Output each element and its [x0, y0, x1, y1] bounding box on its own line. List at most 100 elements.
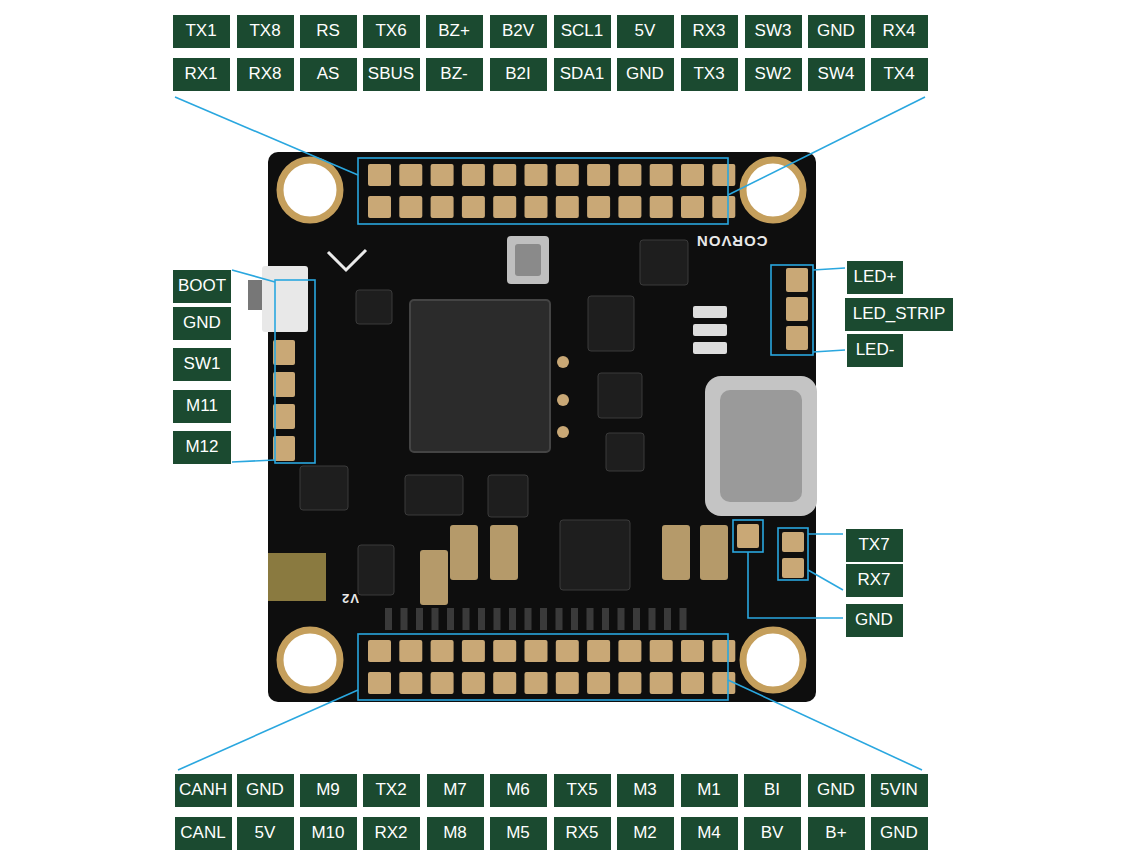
usb-c-port — [705, 376, 817, 516]
solder-pad — [556, 672, 579, 694]
pin-label: RX2 — [363, 817, 420, 850]
solder-pad — [650, 640, 673, 662]
leader-line — [178, 690, 358, 770]
solder-pad — [618, 164, 641, 186]
solder-pad — [431, 196, 454, 218]
pin-name: TX7 — [858, 535, 889, 555]
logo-mark — [328, 250, 366, 270]
solder-pad — [712, 164, 735, 186]
solder-pad — [786, 326, 808, 350]
solder-pad — [681, 196, 704, 218]
test-pad — [557, 426, 569, 438]
pin-label: GND — [846, 604, 903, 637]
ic-chip — [560, 520, 630, 590]
capacitor — [662, 525, 690, 580]
pin-label: TX8 — [237, 15, 294, 48]
ic-chip — [358, 545, 394, 595]
solder-pad — [782, 532, 804, 552]
pin-name: M4 — [697, 823, 721, 843]
pin-label: 5V — [617, 15, 674, 48]
solder-pad — [712, 196, 735, 218]
pin-name: M1 — [697, 780, 721, 800]
solder-pad — [786, 268, 808, 292]
pin-name: M3 — [633, 780, 657, 800]
solder-pad — [525, 164, 548, 186]
pin-label: SBUS — [363, 58, 420, 91]
pin-name: M5 — [506, 823, 530, 843]
pin-label: RX5 — [554, 817, 611, 850]
ic-chip — [598, 373, 642, 418]
pin-label: BV — [744, 817, 801, 850]
mounting-hole — [743, 630, 803, 690]
pin-label: GND — [173, 307, 231, 340]
solder-pad — [273, 372, 295, 397]
smd-component — [556, 608, 563, 630]
solder-pad — [493, 672, 516, 694]
solder-pad — [462, 640, 485, 662]
solder-pad — [681, 640, 704, 662]
pin-label: M5 — [490, 817, 547, 850]
ic-chip — [488, 475, 528, 517]
smd-component — [463, 608, 470, 630]
capacitor — [268, 553, 326, 601]
capacitor — [450, 525, 478, 580]
pin-label: B2V — [490, 15, 547, 48]
solder-pad — [618, 640, 641, 662]
pin-name: AS — [317, 64, 340, 84]
pin-name: SCL1 — [561, 21, 604, 41]
solder-pad — [782, 558, 804, 578]
smd-component — [432, 608, 439, 630]
solder-pad — [273, 404, 295, 429]
ic-chip — [588, 296, 634, 351]
status-led — [693, 306, 727, 318]
pin-label: SDA1 — [554, 58, 611, 91]
pin-label: TX1 — [173, 15, 230, 48]
pin-label: SW3 — [745, 15, 802, 48]
pin-label: LED_STRIP — [845, 298, 953, 331]
pin-name: RX1 — [184, 64, 217, 84]
pin-label: SCL1 — [554, 15, 611, 48]
pin-label: M7 — [427, 774, 484, 807]
pad-group-frame — [358, 158, 728, 224]
solder-pad — [556, 164, 579, 186]
pin-label: SW1 — [173, 348, 231, 381]
pin-name: GND — [183, 313, 221, 333]
pin-label: M2 — [617, 817, 674, 850]
leader-line — [808, 533, 843, 535]
leader-line — [728, 680, 922, 770]
pin-name: TX6 — [375, 21, 406, 41]
solder-pad — [587, 196, 610, 218]
pin-name: RX4 — [882, 21, 915, 41]
smd-component — [509, 608, 516, 630]
pin-name: TX1 — [185, 21, 216, 41]
solder-pad — [525, 640, 548, 662]
pin-name: M7 — [443, 780, 467, 800]
solder-pad — [587, 672, 610, 694]
leader-line — [175, 97, 358, 175]
smd-component — [633, 608, 640, 630]
pin-name: M12 — [185, 437, 218, 457]
solder-pad — [650, 196, 673, 218]
solder-pad — [462, 196, 485, 218]
solder-pad — [368, 164, 391, 186]
pin-name: M2 — [633, 823, 657, 843]
capacitor — [700, 525, 728, 580]
pin-label: SW4 — [808, 58, 865, 91]
status-led — [693, 324, 727, 336]
solder-pad — [556, 640, 579, 662]
pin-name: RS — [316, 21, 340, 41]
solder-pad — [493, 164, 516, 186]
pin-label: TX7 — [846, 529, 903, 562]
leader-line — [748, 552, 843, 618]
smd-component — [525, 608, 532, 630]
leader-line — [813, 350, 845, 352]
pin-name: TX8 — [249, 21, 280, 41]
pin-label: GND — [871, 817, 928, 850]
solder-pad — [681, 164, 704, 186]
silkscreen-text: V2 — [341, 591, 359, 606]
solder-pad — [368, 640, 391, 662]
pin-label: LED- — [847, 334, 903, 367]
pcb-board — [268, 152, 816, 702]
smd-component — [680, 608, 687, 630]
